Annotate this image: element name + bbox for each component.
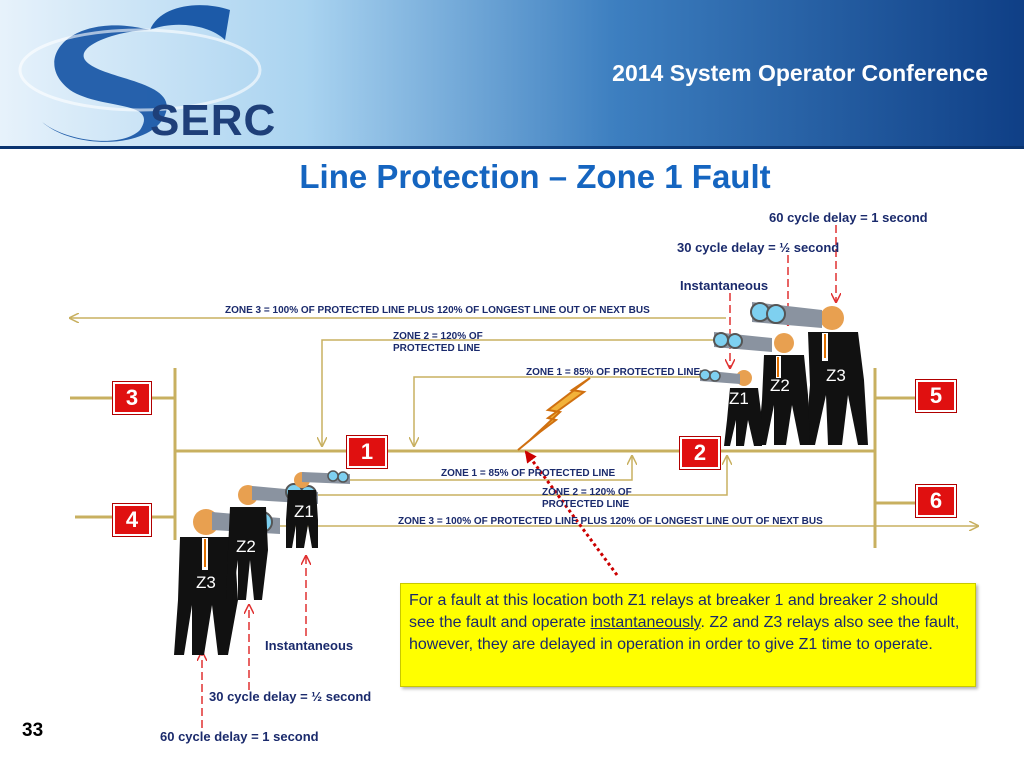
zone2-top-label: ZONE 2 = 120% OF PROTECTED LINE [393,331,483,354]
relay-label-right-z3: Z3 [826,366,846,385]
delay-top-z1: Instantaneous [680,278,769,293]
delay-bottom-z3: 60 cycle delay = 1 second [160,729,319,744]
serc-logo-icon [18,5,262,142]
slide-title: Line Protection – Zone 1 Fault [299,158,771,195]
relay-operators-left-icon [174,470,350,655]
zone-arrows-bottom [250,456,978,526]
delay-bottom-z1: Instantaneous [265,638,354,653]
relay-label-left-z3: Z3 [196,573,216,592]
zone3-bottom-label: ZONE 3 = 100% OF PROTECTED LINE PLUS 120… [398,516,823,527]
bus-6-label: 6 [916,485,956,517]
conference-title: 2014 System Operator Conference [612,60,988,86]
page-number: 33 [22,720,44,741]
breaker-2: 2 [680,437,720,469]
explanation-note: For a fault at this location both Z1 rel… [400,583,976,687]
bus-5-label: 5 [916,380,956,412]
header-banner: SERC 2014 System Operator Conference [0,0,1024,149]
note-text-emphasis: instantaneously [590,614,701,631]
zone-arrows-top [70,318,726,446]
delay-bottom-z2: 30 cycle delay = ½ second [209,689,372,704]
fault-pointer [524,450,619,576]
breaker-1: 1 [347,436,387,468]
logo-text: SERC [150,96,277,145]
delay-markers-top [730,225,836,368]
delay-top-z3: 60 cycle delay = 1 second [769,210,928,225]
zone3-top-label: ZONE 3 = 100% OF PROTECTED LINE PLUS 120… [225,305,650,316]
bus-4-label: 4 [113,504,151,536]
zone2-bottom-label: ZONE 2 = 120% OF PROTECTED LINE [542,487,632,510]
zone1-bottom-label: ZONE 1 = 85% OF PROTECTED LINE [441,468,616,479]
bus-3-label: 3 [113,382,151,414]
relay-operators-right-icon [699,302,868,446]
delay-top-z2: 30 cycle delay = ½ second [677,240,840,255]
note-text-after: . Z2 and Z3 relays also see the fault, h… [409,614,960,653]
zone1-top-label: ZONE 1 = 85% OF PROTECTED LINE [526,367,701,378]
lightning-fault-icon [517,377,591,451]
relay-label-left-z2: Z2 [236,537,256,556]
delay-markers-bottom [202,556,306,728]
relay-label-right-z1: Z1 [729,389,749,408]
note-text-before: For a fault at this location both Z1 rel… [409,592,939,631]
relay-label-right-z2: Z2 [770,376,790,395]
relay-label-left-z1: Z1 [294,502,314,521]
